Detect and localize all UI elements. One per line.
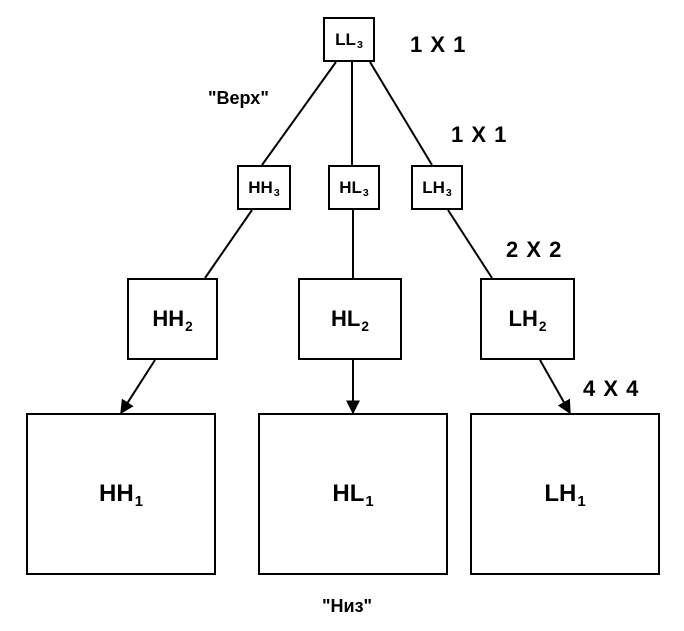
label-top: "Верх" bbox=[208, 88, 269, 108]
node-hh3: HH3 bbox=[237, 165, 291, 210]
node-lh3: LH3 bbox=[411, 165, 463, 210]
node-ll3: LL3 bbox=[323, 17, 375, 62]
node-lh2: LH2 bbox=[480, 278, 575, 360]
size-label-level2: 2 X 2 bbox=[506, 237, 563, 262]
label-bottom: "Низ" bbox=[322, 596, 373, 616]
edge-hh3-hh2 bbox=[204, 209, 253, 279]
node-lh1: LH1 bbox=[470, 413, 660, 575]
arrow-lh2-lh1 bbox=[539, 359, 571, 415]
size-label-top: 1 X 1 bbox=[410, 32, 467, 57]
node-hh1: HH1 bbox=[26, 413, 216, 575]
size-label-level1: 4 X 4 bbox=[583, 376, 640, 401]
node-hl2: HL2 bbox=[298, 278, 402, 360]
node-hh2: HH2 bbox=[127, 278, 218, 360]
size-label-level3: 1 X 1 bbox=[451, 122, 508, 147]
edge-lh3-lh2 bbox=[447, 209, 493, 279]
arrow-hh2-hh1 bbox=[120, 359, 156, 415]
node-hl1: HL1 bbox=[258, 413, 448, 575]
node-hl3: HL3 bbox=[328, 165, 380, 210]
edge-ll3-hh3 bbox=[261, 61, 337, 166]
edge-ll3-lh3 bbox=[369, 61, 433, 166]
